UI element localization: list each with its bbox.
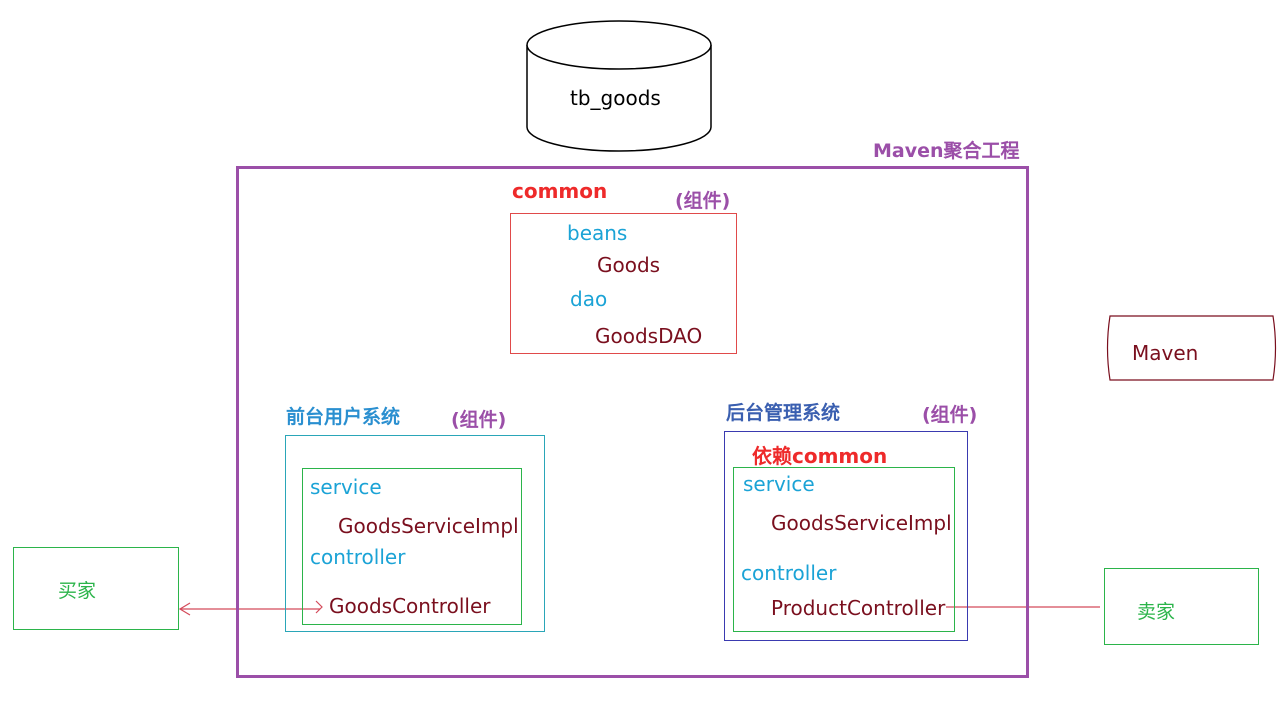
- backend-tag: (组件): [922, 404, 978, 426]
- common-class-goods: Goods: [597, 253, 661, 277]
- buyer-label: 买家: [58, 580, 97, 602]
- backend-class-goodsserviceimpl: GoodsServiceImpl: [771, 511, 952, 535]
- frontend-package-service: service: [310, 475, 382, 499]
- aggregate-title: Maven聚合工程: [873, 140, 1020, 162]
- backend-dependency: 依赖common: [752, 444, 888, 468]
- backend-class-productcontroller: ProductController: [771, 596, 946, 620]
- aggregate-box: [236, 166, 1029, 678]
- backend-box: [724, 431, 968, 641]
- maven-node: [1106, 315, 1277, 381]
- buyer-box: [13, 547, 179, 630]
- buyer-connector: [178, 600, 323, 616]
- frontend-class-goodsserviceimpl: GoodsServiceImpl: [338, 514, 519, 538]
- backend-package-service: service: [743, 472, 815, 496]
- seller-label: 卖家: [1137, 601, 1176, 623]
- common-class-goodsdao: GoodsDAO: [595, 324, 703, 348]
- database-label: tb_goods: [570, 86, 661, 110]
- frontend-class-goodscontroller: GoodsController: [329, 594, 491, 618]
- common-box: [510, 213, 737, 354]
- frontend-title: 前台用户系统: [286, 406, 401, 428]
- frontend-box: [285, 435, 545, 632]
- common-package-beans: beans: [567, 221, 628, 245]
- seller-box: [1104, 568, 1259, 645]
- frontend-inner-box: [302, 468, 522, 625]
- common-package-dao: dao: [570, 287, 608, 311]
- backend-title: 后台管理系统: [726, 402, 841, 424]
- backend-package-controller: controller: [741, 561, 837, 585]
- frontend-tag: (组件): [451, 409, 507, 431]
- database-cylinder: [526, 20, 712, 152]
- maven-node-label: Maven: [1132, 341, 1199, 365]
- common-title: common: [512, 179, 608, 203]
- common-tag: (组件): [675, 190, 731, 212]
- backend-inner-box: [733, 467, 955, 632]
- frontend-package-controller: controller: [310, 545, 406, 569]
